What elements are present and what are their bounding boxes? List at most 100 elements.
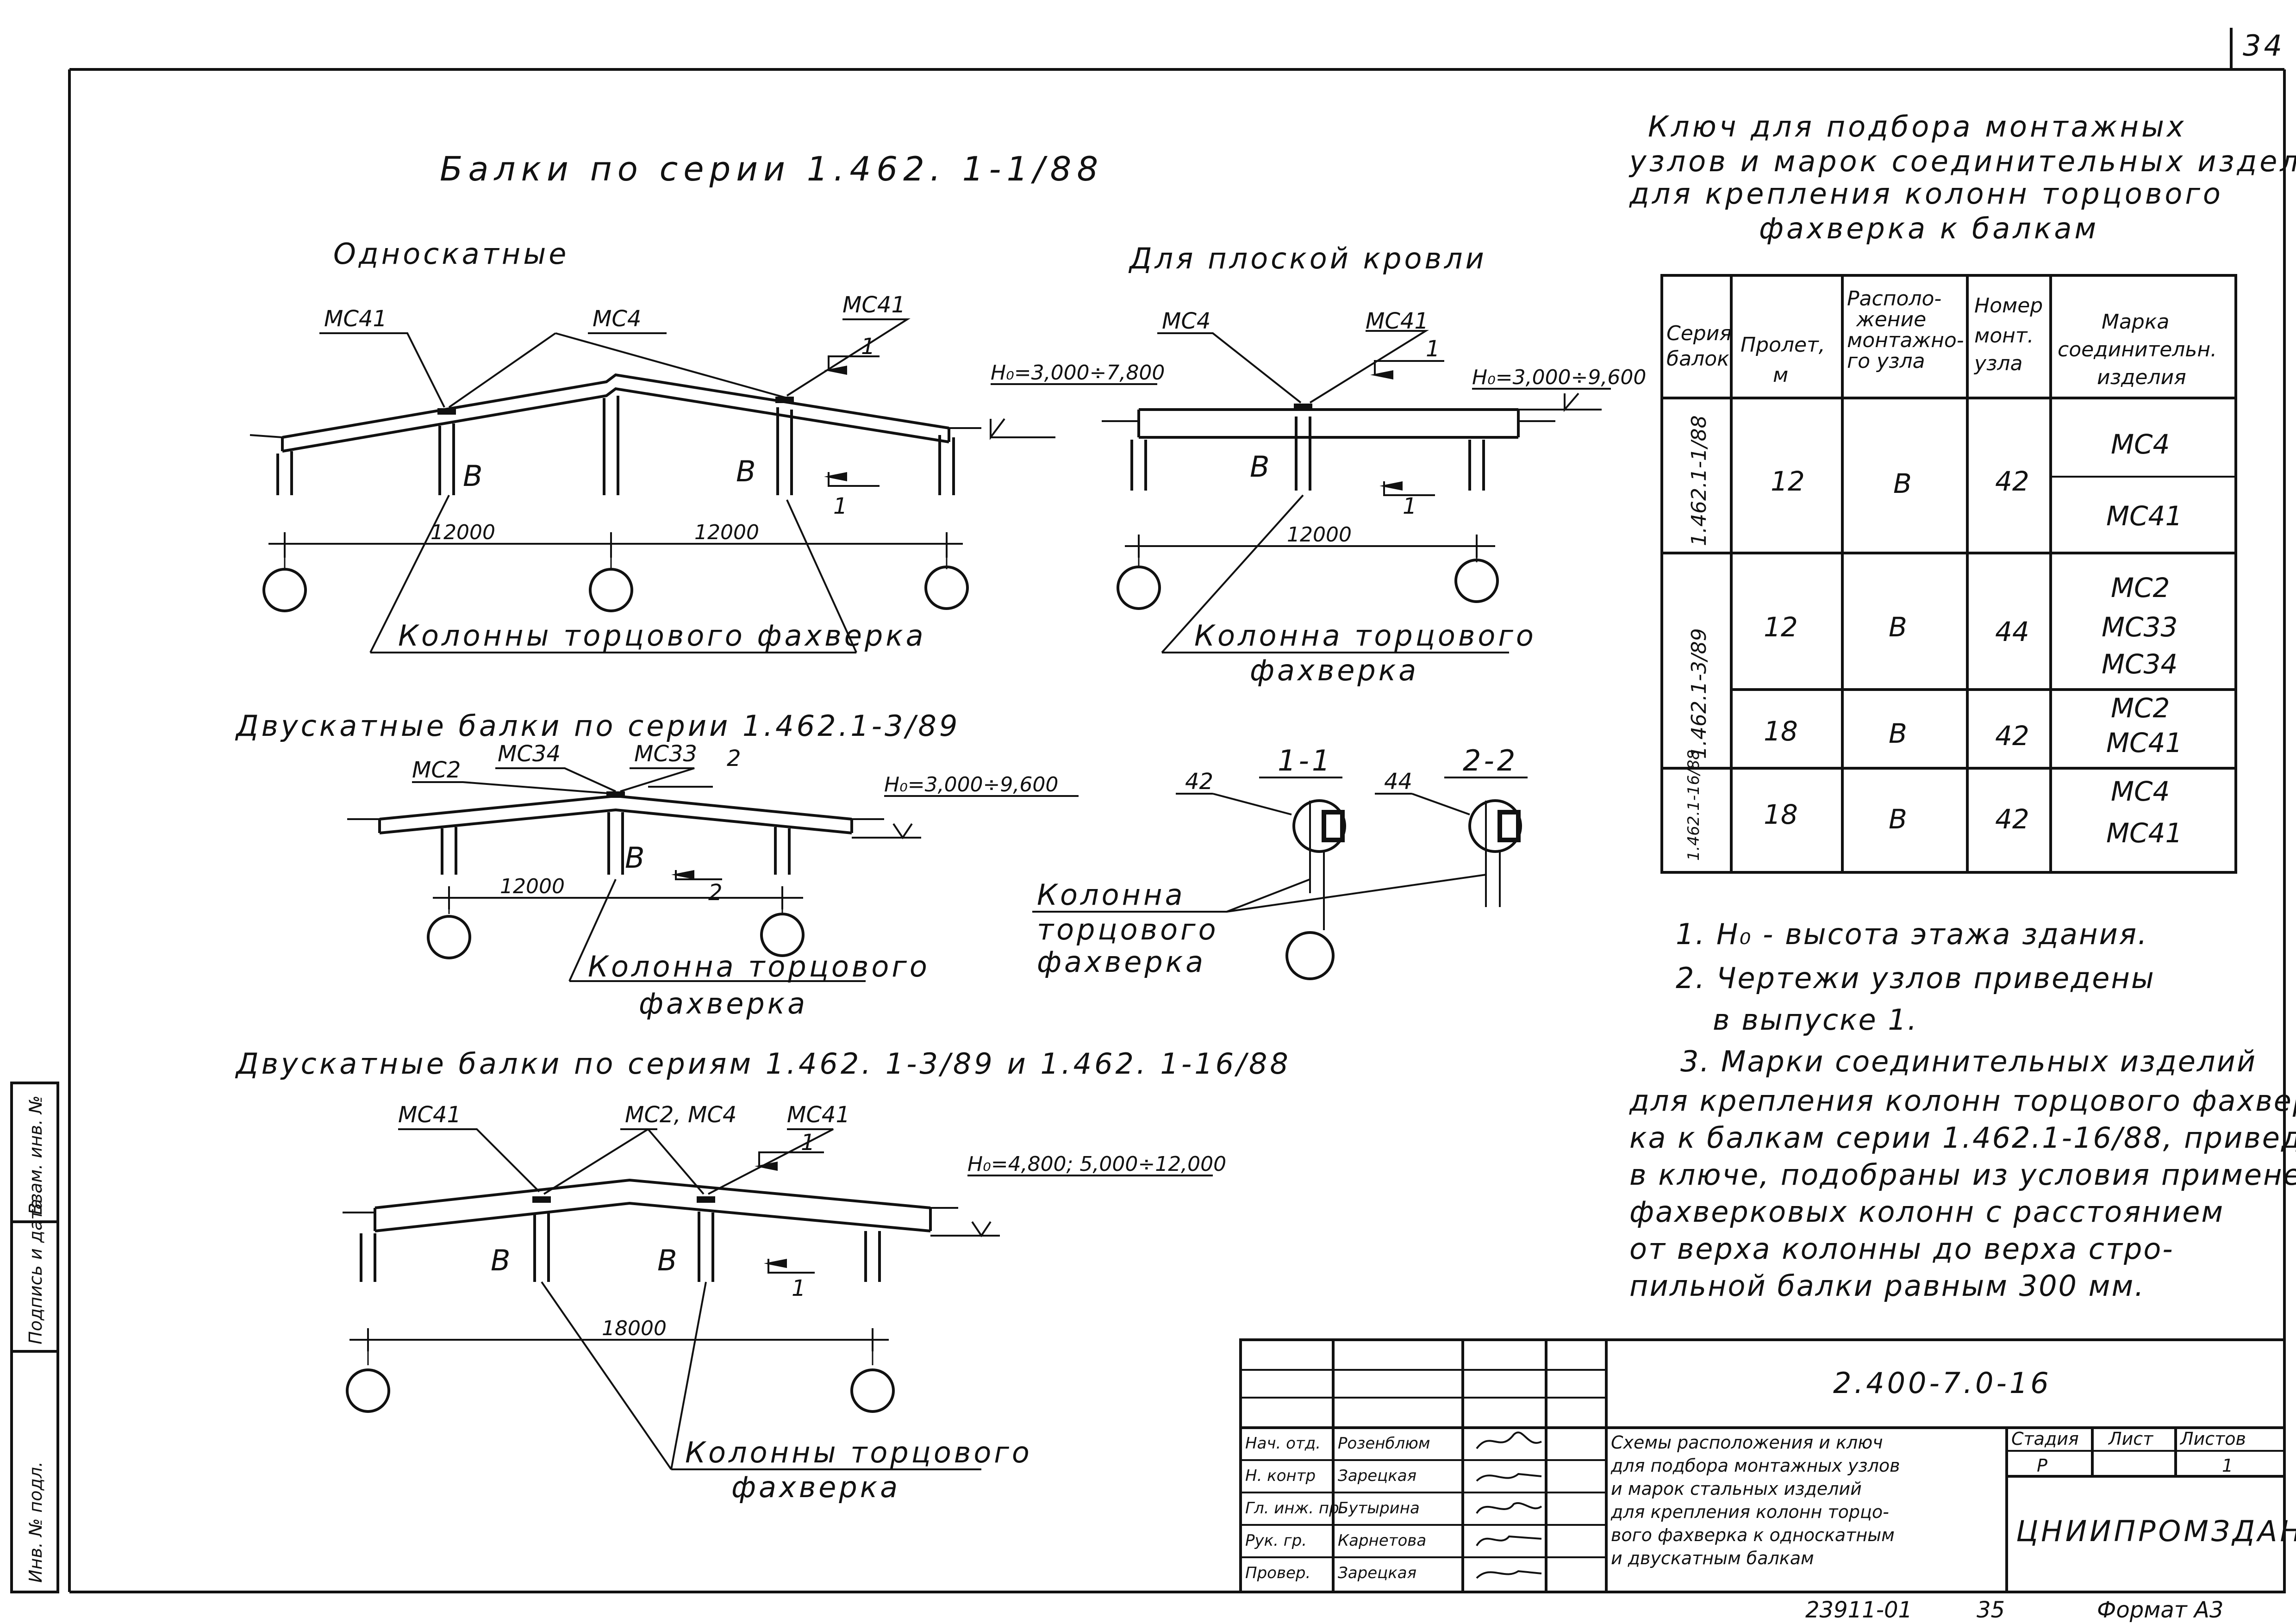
header-span-2: м	[1773, 363, 1788, 387]
role-5: Провер.	[1245, 1564, 1310, 1582]
diagram-double-pitch-2: Двускатные балки по сериям 1.462. 1-3/89…	[235, 1047, 1291, 1504]
note-3g: пильной балки равным 300 мм.	[1629, 1269, 2145, 1303]
row3-mark-2: МС41	[2106, 727, 2182, 759]
column-set-double-2	[360, 1212, 881, 1282]
mark-mc2-d1: МС2	[412, 757, 461, 783]
header-node-2: монт.	[1974, 324, 2034, 348]
b-label-left-2: В	[736, 454, 759, 488]
row2-node: 44	[1995, 616, 2029, 647]
column-set	[276, 396, 955, 495]
detail-caption-2: торцового	[1037, 913, 1219, 946]
row4-series: 1.462.1-16/88	[1685, 750, 1703, 861]
header-mark-3: изделия	[2097, 366, 2186, 389]
single-pitch-title: Односкатные	[333, 237, 569, 271]
row3-mark-1: МС2	[2111, 692, 2170, 724]
note-3c: ка к балкам серии 1.462.1-16/88, приведе…	[1629, 1121, 2296, 1155]
caption-d1-2: фахверка	[639, 987, 808, 1020]
footer-page: 35	[1977, 1597, 2005, 1623]
sheets-value: 1	[2222, 1455, 2233, 1476]
detail-caption-1: Колонна	[1037, 878, 1185, 912]
header-mark: Марка	[2102, 310, 2169, 334]
header-series-2: балок	[1666, 347, 1729, 371]
section-mark-2-top: 2	[727, 746, 741, 771]
caption-d1-1: Колонна торцового	[588, 950, 930, 983]
key-table: Серия балок Пролет, м Располо- жение мон…	[1660, 274, 2237, 874]
b-label-flat: В	[1250, 450, 1273, 484]
section-mark-1-bottom: 1	[833, 493, 848, 519]
double-pitch-2-title: Двускатные балки по сериям 1.462. 1-3/89…	[235, 1047, 1291, 1081]
height-range-d2: Н₀=4,800; 5,000÷12,000	[967, 1152, 1226, 1176]
row3-location: В	[1889, 718, 1907, 749]
mark-mc41-flat: МС41	[1366, 308, 1429, 334]
row1-series: 1.462.1-1/88	[1687, 415, 1711, 546]
column-set-double-1	[441, 812, 791, 875]
mark-mc41-left: МС41	[324, 306, 387, 332]
header-location-2: жение	[1856, 308, 1926, 331]
header-location-4: го узла	[1847, 349, 1925, 373]
column-set-flat	[1130, 417, 1485, 491]
b-label-d2-1: В	[491, 1244, 513, 1277]
note-3f: от верха колонны до верха стро-	[1629, 1232, 2174, 1266]
side-stamp: Инв. № подл. Подпись и дата Взам. инв. №	[10, 1082, 59, 1593]
height-range-flat: Н₀=3,000÷9,600	[1472, 366, 1646, 389]
caption-d2-2: фахверка	[731, 1470, 900, 1504]
diagram-flat-roof: Для плоской кровли МС4 МС41 1 1 Н₀=3,000…	[1102, 242, 1646, 687]
header-span: Пролет,	[1741, 333, 1825, 357]
name-3: Бутырина	[1338, 1499, 1420, 1517]
side-stamp-inv-orig: Инв. № подл.	[25, 1461, 46, 1583]
name-2: Зарецкая	[1338, 1467, 1416, 1485]
header-location-3: монтажно-	[1847, 329, 1964, 352]
desc-1: Схемы расположения и ключ	[1611, 1432, 1883, 1453]
mark-mc41-d2-right: МС41	[787, 1102, 850, 1128]
b-label-d2-2: В	[657, 1244, 680, 1277]
footer-format: Формат А3	[2097, 1597, 2223, 1623]
dim-left-2: 12000	[694, 521, 759, 544]
dim-d1: 12000	[500, 875, 565, 898]
row4-node: 42	[1995, 803, 2029, 835]
row3-span: 18	[1764, 715, 1798, 747]
section-mark-d2-bottom: 1	[792, 1275, 806, 1301]
section-mark-flat-top: 1	[1426, 336, 1440, 362]
row1-mark-2: МС41	[2106, 500, 2182, 532]
note-3d: в ключе, подобраны из условия применения	[1629, 1158, 2296, 1192]
name-5: Зарецкая	[1338, 1564, 1416, 1582]
detail-num-42: 42	[1185, 769, 1213, 795]
desc-6: и двускатным балкам	[1611, 1548, 1814, 1568]
height-range-d1: Н₀=3,000÷9,600	[884, 773, 1058, 796]
row4-mark-1: МС4	[2111, 776, 2170, 807]
desc-4: для крепления колонн торцо-	[1610, 1502, 1889, 1522]
row2-span: 12	[1764, 611, 1798, 643]
table-row: 1.462.1-1/88 12 В 42 МС4 МС41	[1687, 415, 2182, 546]
row1-location: В	[1893, 468, 1912, 499]
header-node-3: узла	[1973, 352, 2023, 375]
b-label-d1: В	[625, 841, 648, 875]
b-label-left-1: В	[463, 459, 486, 493]
diagram-double-pitch-1: Двускатные балки по серии 1.462.1-3/89 М…	[235, 709, 1079, 1020]
role-1: Нач. отд.	[1245, 1434, 1321, 1453]
table-headers: Серия балок Пролет, м Располо- жение мон…	[1666, 287, 2217, 389]
document-code: 2.400-7.0-16	[1833, 1366, 2052, 1400]
row2-series: 1.462.1-3/89	[1687, 628, 1711, 759]
section-details: 42 1-1 44 2-2 Колонна торцового фахверка	[1032, 744, 1528, 980]
mark-mc34-d1: МС34	[498, 741, 561, 767]
section-mark-1-top: 1	[861, 334, 875, 360]
header-series: Серия	[1666, 322, 1732, 345]
row4-location: В	[1889, 803, 1907, 835]
note-3: 3. Марки соединительных изделий	[1680, 1045, 2257, 1078]
row2-mark-3: МС34	[2102, 648, 2177, 680]
desc-3: и марок стальных изделий	[1611, 1479, 1862, 1499]
desc-5: вого фахверка к односкатным	[1611, 1525, 1895, 1545]
note-3e: фахверковых колонн с расстоянием	[1629, 1195, 2224, 1229]
dim-d2: 18000	[602, 1317, 667, 1340]
mark-mc2-mc4-d2: МС2, МС4	[625, 1102, 736, 1128]
role-2: Н. контр	[1245, 1467, 1316, 1485]
row1-mark-1: МС4	[2111, 429, 2170, 460]
key-title: Ключ для подбора монтажных узлов и марок…	[1628, 110, 2296, 245]
header-node: Номер	[1974, 294, 2043, 317]
row1-span: 12	[1771, 466, 1805, 497]
caption-flat-2: фахверка	[1250, 653, 1419, 687]
double-pitch-1-title: Двускатные балки по серии 1.462.1-3/89	[235, 709, 960, 743]
mark-mc41-right: МС41	[842, 292, 905, 318]
organization: ЦНИИПРОМЗДАНИЙ	[2016, 1514, 2296, 1548]
